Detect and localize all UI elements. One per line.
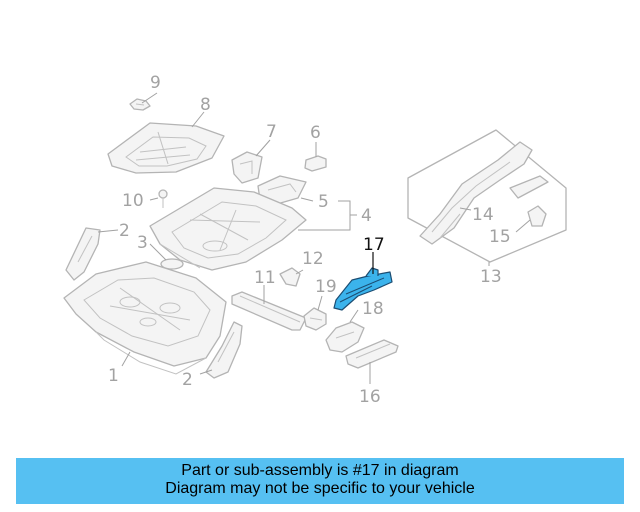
leader-2b (199, 369, 213, 375)
callout-2-lower: 2 (182, 370, 193, 390)
leader-19 (317, 295, 323, 311)
part-7-bracket (231, 151, 263, 184)
part-9-clip (129, 98, 151, 111)
part-2-side-bracket-upper (65, 227, 101, 281)
callout-12: 12 (302, 249, 324, 269)
leader-3 (149, 243, 167, 261)
callout-11: 11 (254, 268, 276, 288)
info-banner: Part or sub-assembly is #17 in diagram D… (16, 458, 624, 504)
leader-12 (295, 269, 304, 275)
callout-16: 16 (359, 387, 381, 407)
part-8-trunk-floor-cover (107, 122, 225, 174)
leader-7 (255, 139, 271, 157)
part-14-bracket (509, 175, 549, 199)
callout-14: 14 (472, 205, 494, 225)
frame-13 (407, 129, 567, 263)
part-11-rail (231, 291, 307, 331)
callout-7: 7 (266, 122, 277, 142)
callout-1: 1 (108, 366, 119, 386)
leader-9 (141, 92, 158, 104)
leader-5 (300, 197, 314, 202)
callout-13: 13 (480, 267, 502, 287)
part-18-bracket (325, 321, 365, 353)
callout-9: 9 (150, 73, 161, 93)
leader-10 (149, 197, 159, 201)
callout-3: 3 (137, 233, 148, 253)
callout-17: 17 (363, 235, 385, 255)
banner-line-2: Diagram may not be specific to your vehi… (165, 480, 475, 497)
callout-6: 6 (310, 123, 321, 143)
part-17-highlighted (333, 267, 393, 311)
callout-15: 15 (489, 227, 511, 247)
part-1-floor-panel (63, 261, 227, 375)
part-12-clip (279, 267, 301, 287)
part-6-block (304, 155, 327, 172)
callout-18: 18 (362, 299, 384, 319)
part-16-channel (345, 339, 399, 369)
leader-8 (191, 111, 205, 128)
part-15-bracket (527, 205, 547, 227)
part-10-bolt (158, 189, 168, 208)
leader-2a (97, 229, 119, 233)
callout-19: 19 (315, 277, 337, 297)
callout-2-upper: 2 (119, 221, 130, 241)
callout-10: 10 (122, 191, 144, 211)
part-19-bracket (303, 307, 327, 331)
part-3-grommet (160, 258, 184, 270)
callout-4: 4 (361, 206, 372, 226)
callout-8: 8 (200, 95, 211, 115)
leader-1 (121, 351, 131, 367)
leader-14 (459, 207, 472, 211)
part-4-rear-floor-pan (149, 187, 307, 271)
callout-5: 5 (318, 192, 329, 212)
leader-18 (349, 309, 359, 323)
banner-line-1: Part or sub-assembly is #17 in diagram (181, 462, 459, 479)
part-14-side-rail (419, 141, 533, 245)
part-2-side-bracket-lower (205, 321, 243, 379)
parts-diagram: 9 8 7 6 10 5 4 (63, 73, 567, 407)
leader-15 (515, 219, 531, 233)
